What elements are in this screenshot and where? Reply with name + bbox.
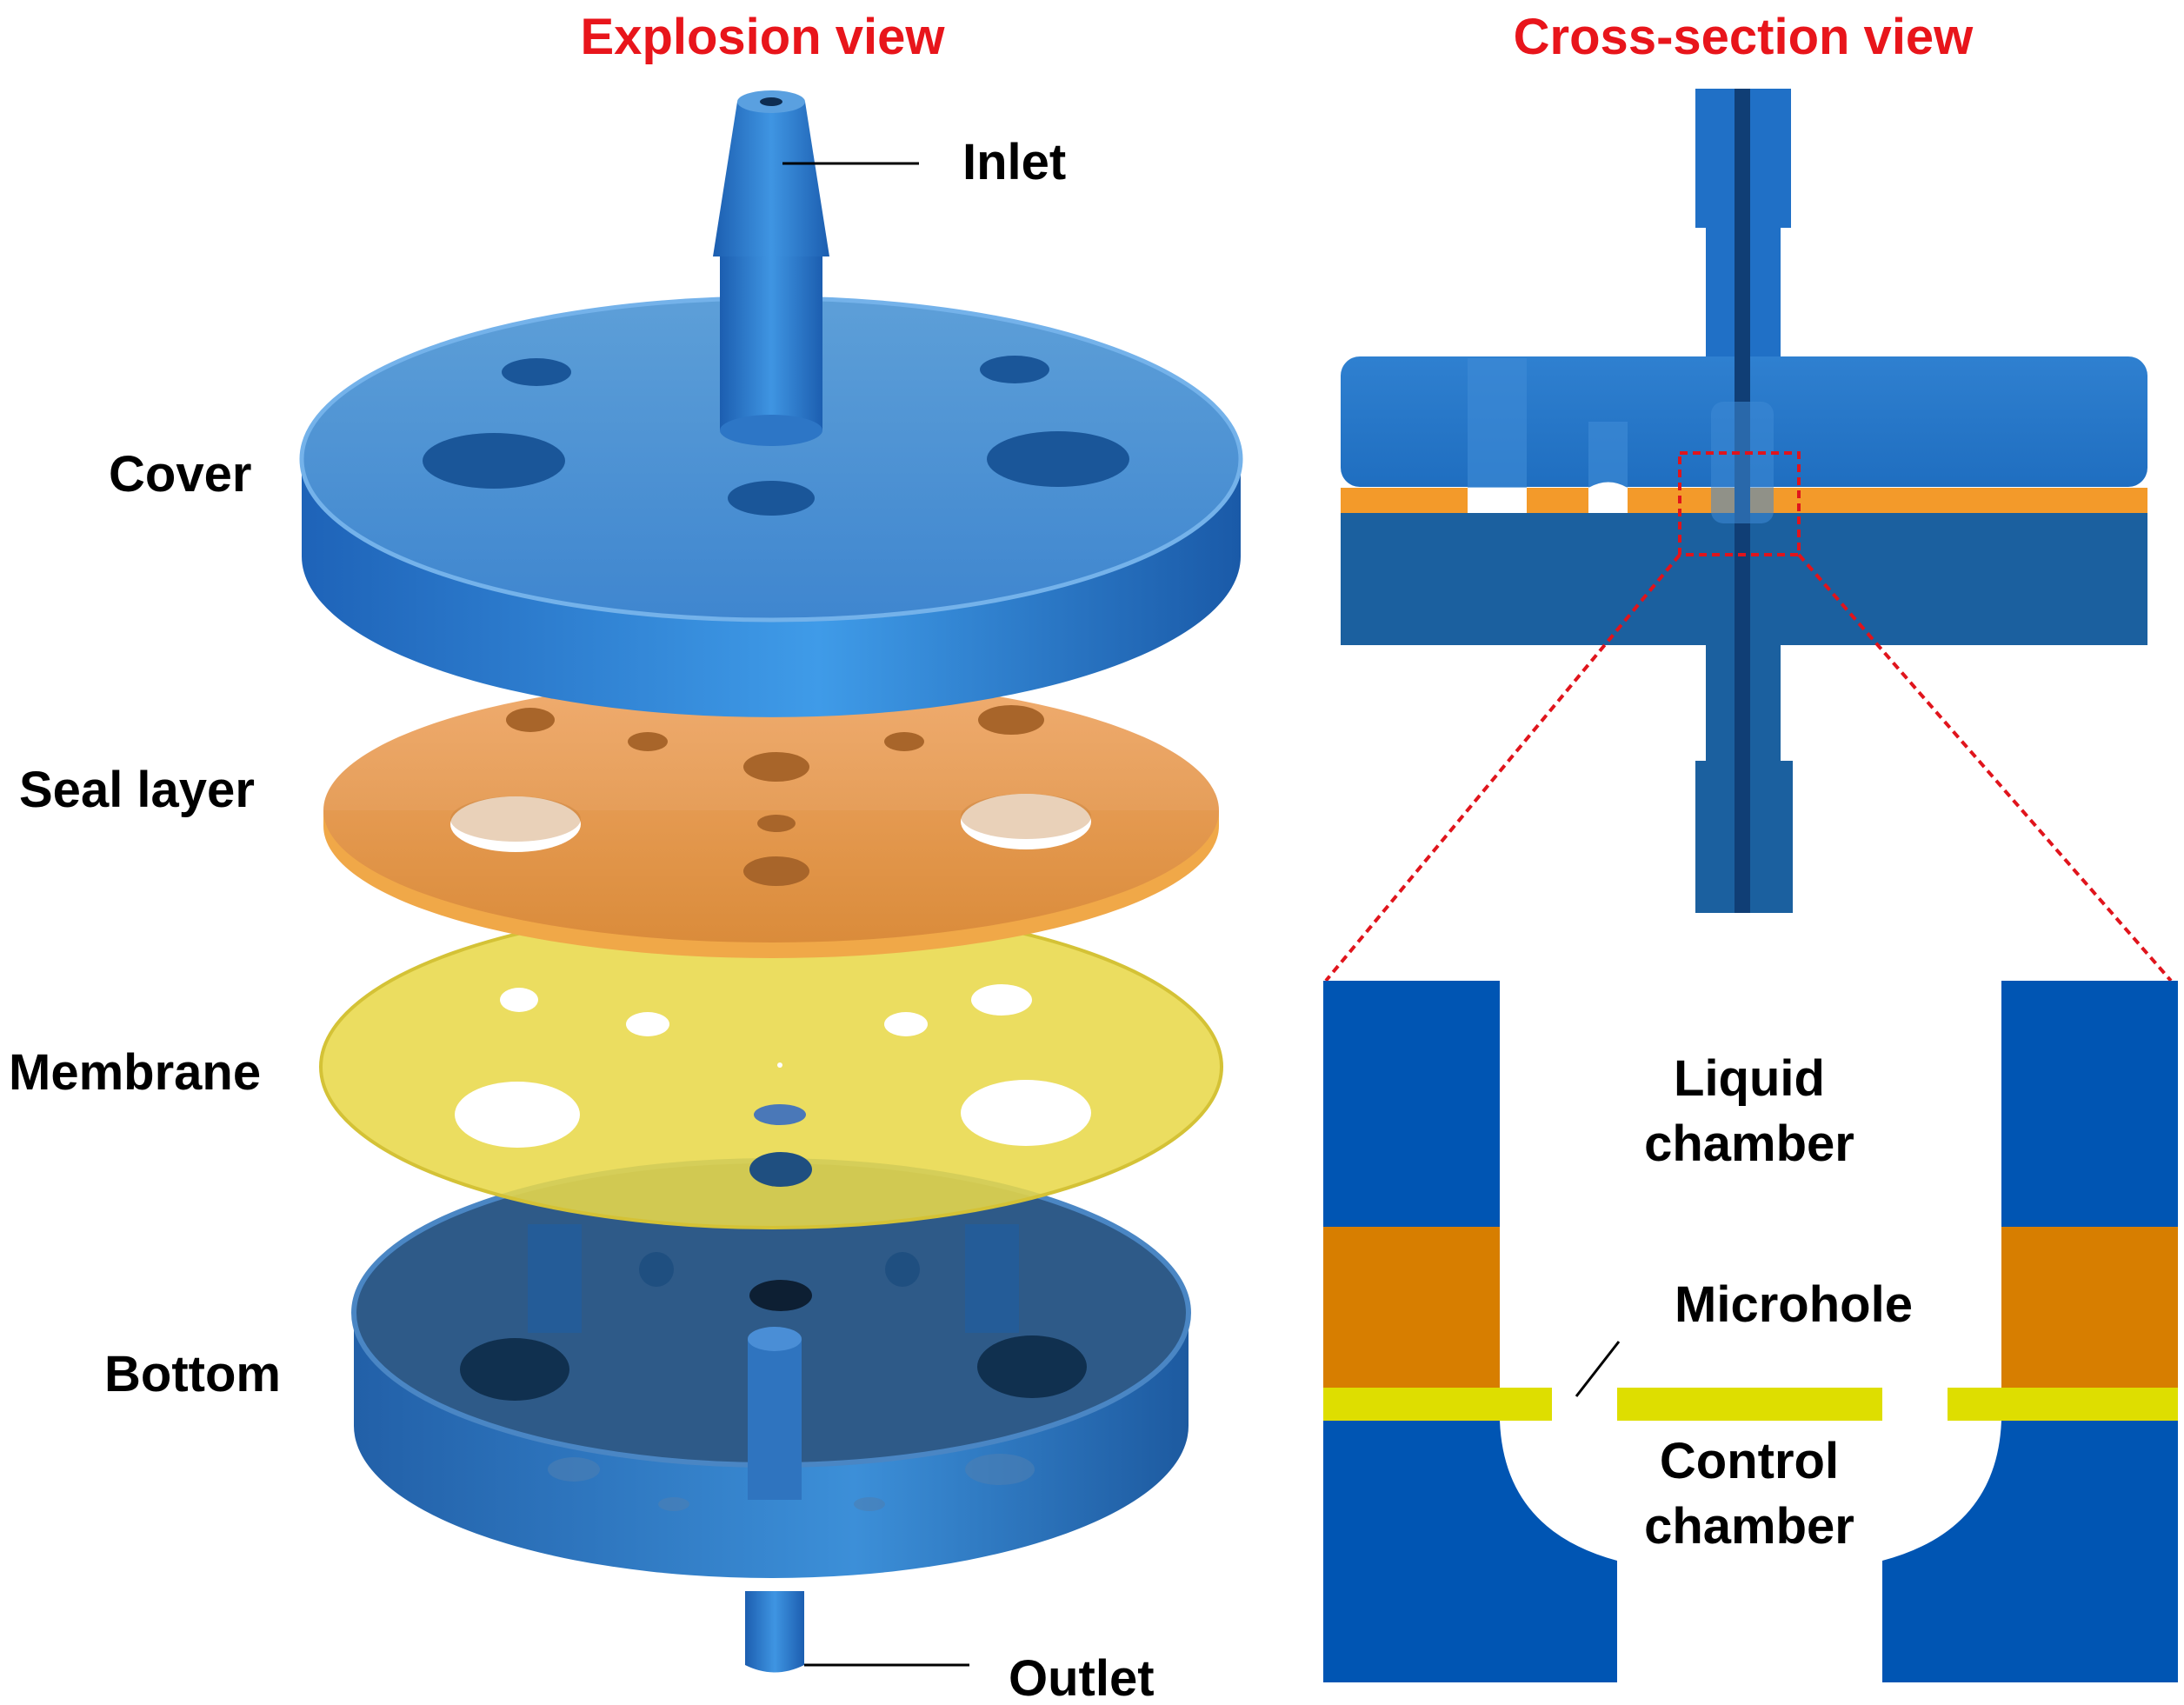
explosion-view-title: Explosion view: [581, 9, 946, 65]
liquid-chamber-label-line2: chamber: [1644, 1116, 1854, 1172]
outlet-label: Outlet: [1009, 1650, 1155, 1705]
control-chamber-label-line2: chamber: [1644, 1498, 1854, 1555]
control-chamber-label-line1: Control: [1660, 1433, 1839, 1489]
cover-part: [299, 296, 1243, 717]
cross-section-assembly: [1341, 89, 2147, 913]
seal-layer-disk: [323, 678, 1219, 958]
seal-layer-label: Seal layer: [19, 762, 255, 818]
microhole-label: Microhole: [1675, 1276, 1913, 1333]
cover-label: Cover: [109, 446, 251, 503]
bottom-label: Bottom: [104, 1346, 281, 1402]
outlet-nozzle: [745, 1591, 804, 1673]
membrane-label: Membrane: [9, 1044, 261, 1101]
cross-section-view-title: Cross-section view: [1514, 9, 1974, 65]
bottom-part: [351, 1158, 1191, 1578]
inlet-label: Inlet: [962, 134, 1066, 190]
liquid-chamber-label-line1: Liquid: [1674, 1050, 1825, 1107]
inlet-nozzle: [713, 90, 829, 446]
microhole-detail: [1323, 981, 2178, 1682]
membrane-disk: [319, 904, 1223, 1229]
